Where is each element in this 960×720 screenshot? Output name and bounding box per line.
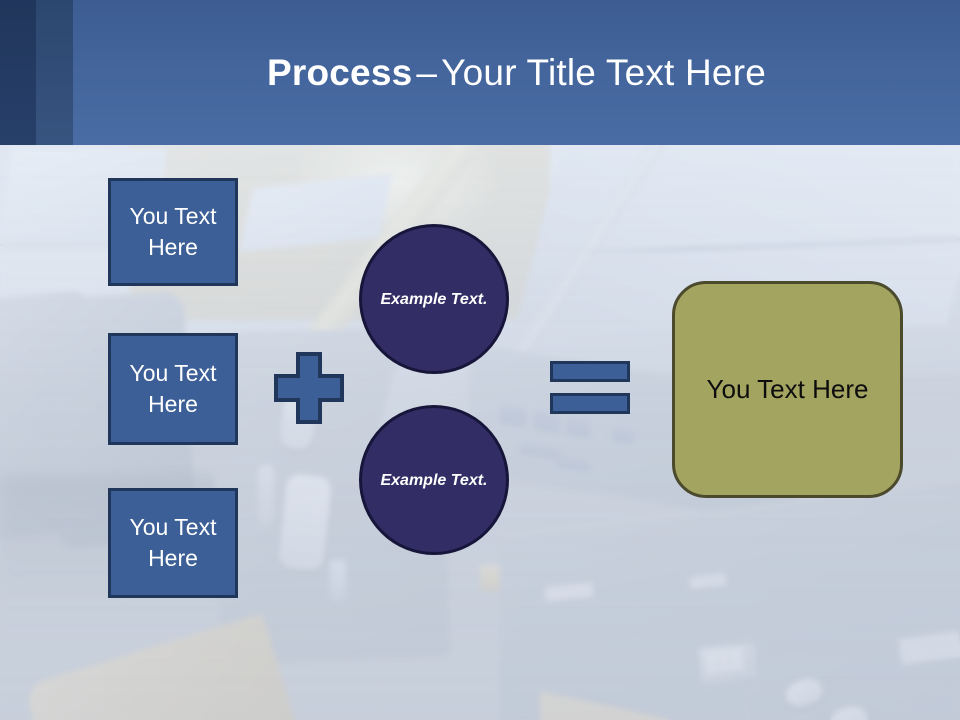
slide-title-strong: Process <box>266 51 413 93</box>
result-box[interactable]: You Text Here <box>672 281 903 498</box>
input-box-2[interactable]: You Text Here <box>108 333 238 445</box>
example-circle-2[interactable]: Example Text. <box>359 405 509 555</box>
result-box-label: You Text Here <box>706 374 869 404</box>
equals-bar-top <box>550 361 630 382</box>
title-accent-stripe-mid <box>36 0 73 145</box>
plus-icon <box>274 352 344 424</box>
input-box-2-label: You Text Here <box>129 360 217 417</box>
slide-title-rest: Your Title Text Here <box>441 51 766 93</box>
equals-icon <box>550 361 630 416</box>
example-circle-2-label: Example Text. <box>380 471 488 489</box>
input-box-3[interactable]: You Text Here <box>108 488 238 598</box>
input-box-1[interactable]: You Text Here <box>108 178 238 286</box>
input-box-1-label: You Text Here <box>129 203 217 260</box>
title-accent-stripe-dark <box>0 0 36 145</box>
slide-title: Process – Your Title Text Here <box>73 0 960 145</box>
example-circle-1[interactable]: Example Text. <box>359 224 509 374</box>
equals-bar-bottom <box>550 393 630 414</box>
example-circle-1-label: Example Text. <box>380 290 488 308</box>
title-bar: Process – Your Title Text Here <box>0 0 960 145</box>
slide-title-dash: – <box>416 51 438 93</box>
input-box-3-label: You Text Here <box>129 514 217 571</box>
